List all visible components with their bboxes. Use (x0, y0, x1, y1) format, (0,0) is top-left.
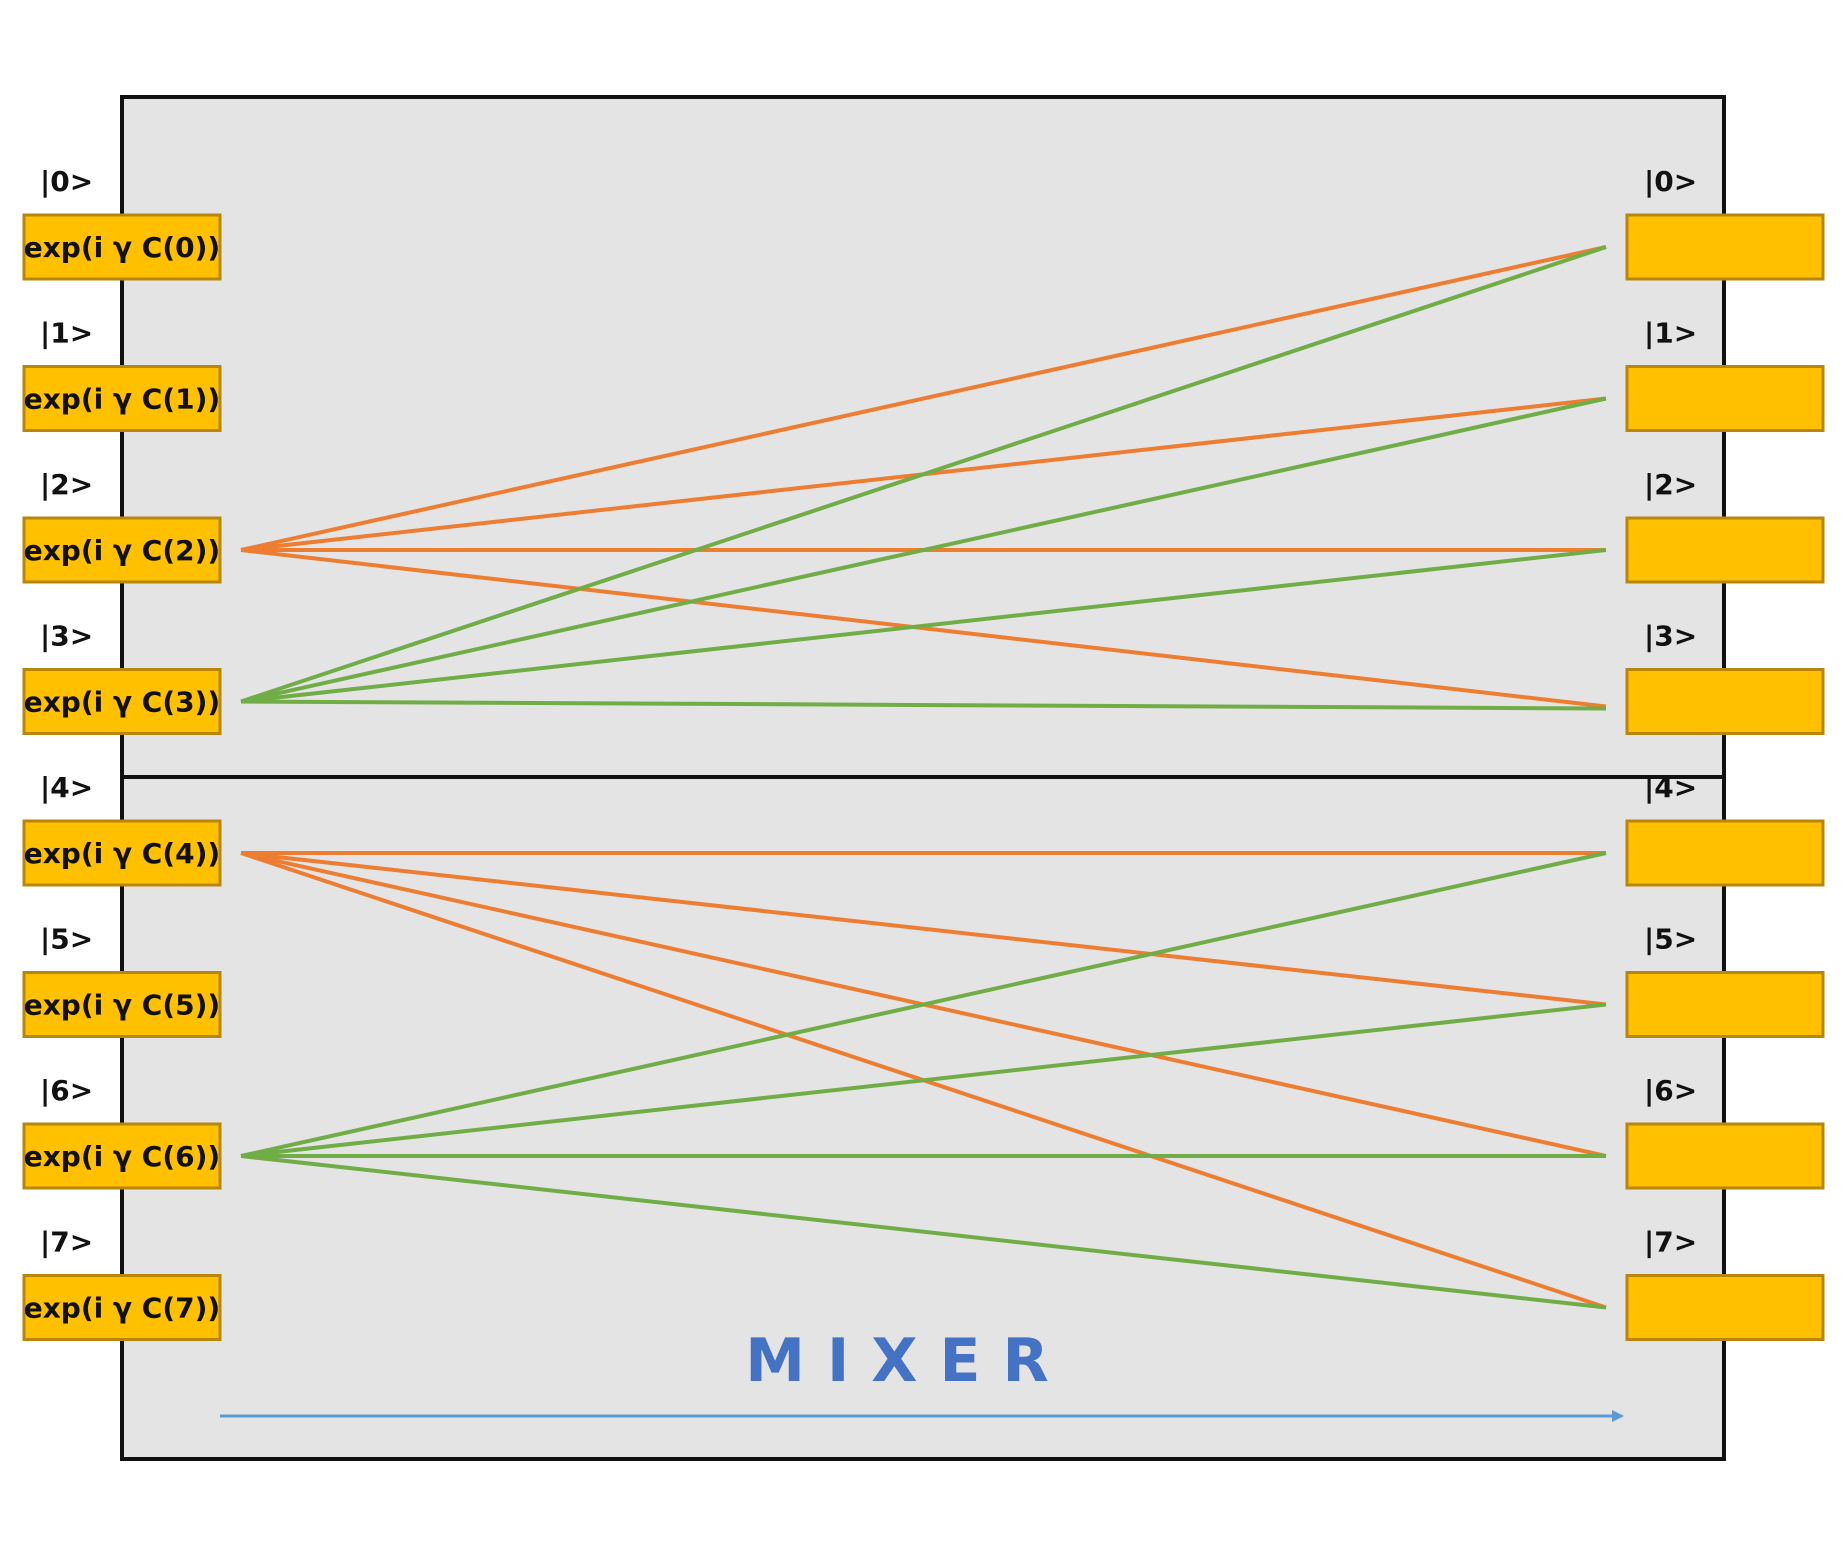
input-box-5 (22, 971, 222, 1038)
input-ket-4: |4> (40, 771, 93, 804)
output-box-7 (1625, 1274, 1825, 1341)
output-ket-1: |1> (1644, 317, 1697, 350)
output-ket-4: |4> (1644, 771, 1697, 804)
connection-lines (240, 245, 1607, 1310)
output-ket-5: |5> (1644, 923, 1697, 956)
output-ket-0: |0> (1644, 165, 1697, 198)
input-box-0 (22, 213, 222, 281)
output-states: |0> |1> |2> |3> |4> |5> |6> |7> (1625, 165, 1825, 1341)
output-ket-6: |6> (1644, 1074, 1697, 1107)
output-box-5 (1625, 971, 1825, 1038)
line-green-3-to-1 (240, 396, 1607, 704)
input-ket-7: |7> (40, 1226, 93, 1259)
input-states: |0> |1> |2> |3> |4> |5> |6> |7> exp(i γ C(0)) exp… (22, 165, 222, 1341)
input-ket-3: |3> (40, 620, 93, 653)
line-green-6-to-4 (240, 851, 1607, 1158)
input-box-label-1: exp(i γ C(1)) (24, 383, 220, 416)
mixer-title: MIXER (745, 1326, 1070, 1396)
input-box-7 (22, 1274, 222, 1341)
input-ket-6: |6> (40, 1074, 93, 1107)
input-box-2 (22, 516, 222, 584)
input-box-label-3: exp(i γ C(3)) (24, 686, 220, 719)
output-box-3 (1625, 668, 1825, 735)
output-ket-7: |7> (1644, 1226, 1697, 1259)
input-box-label-6: exp(i γ C(6)) (24, 1140, 220, 1173)
input-box-label-5: exp(i γ C(5)) (24, 989, 220, 1022)
input-box-label-0: exp(i γ C(0)) (24, 231, 220, 264)
line-orange-2-to-3 (240, 548, 1607, 709)
input-ket-2: |2> (40, 468, 93, 501)
input-box-label-4: exp(i γ C(4)) (24, 837, 220, 870)
input-box-label-2: exp(i γ C(2)) (24, 534, 220, 567)
output-ket-2: |2> (1644, 468, 1697, 501)
input-ket-5: |5> (40, 923, 93, 956)
line-orange-4-to-5 (240, 851, 1607, 1007)
output-box-6 (1625, 1122, 1825, 1190)
input-box-label-7: exp(i γ C(7)) (24, 1292, 220, 1325)
line-orange-2-to-0 (240, 245, 1607, 552)
output-box-1 (1625, 365, 1825, 432)
input-box-4 (22, 819, 222, 887)
input-box-1 (22, 365, 222, 432)
input-ket-1: |1> (40, 317, 93, 350)
input-box-6 (22, 1122, 222, 1190)
input-box-3 (22, 668, 222, 735)
line-green-6-to-7 (240, 1154, 1607, 1310)
output-box-4 (1625, 819, 1825, 887)
output-ket-3: |3> (1644, 620, 1697, 653)
line-green-6-to-5 (240, 1002, 1607, 1158)
line-green-3-to-0 (240, 245, 1607, 704)
output-box-2 (1625, 516, 1825, 584)
line-green-3-to-2 (240, 548, 1607, 704)
output-box-0 (1625, 213, 1825, 281)
line-green-3-to-3 (240, 699, 1607, 711)
input-ket-0: |0> (40, 165, 93, 198)
